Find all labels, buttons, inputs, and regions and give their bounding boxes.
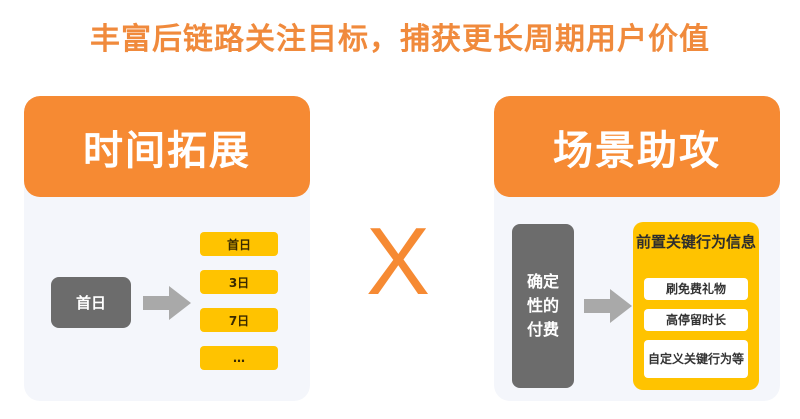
headline: 丰富后链路关注目标，捕获更长周期用户价值 (90, 22, 710, 57)
day-pill-more: … (200, 346, 278, 370)
behavior-item-free-gift: 刷免费礼物 (644, 278, 748, 300)
day-pill-first: 首日 (200, 232, 278, 256)
right-arrow-icon (143, 286, 191, 320)
certain-payment-box: 确定性的付费 (512, 224, 574, 388)
first-day-box: 首日 (51, 277, 131, 328)
time-extension-title: 时间拓展 (24, 96, 310, 197)
day-pill-7: 7日 (200, 308, 278, 332)
pre-key-behavior-title: 前置关键行为信息 (635, 233, 756, 251)
pre-key-behavior-box: 前置关键行为信息 刷免费礼物 高停留时长 自定义关键行为等 (633, 222, 759, 390)
behavior-item-custom: 自定义关键行为等 (644, 340, 748, 378)
right-arrow-icon (584, 289, 632, 323)
scenario-assist-title: 场景助攻 (494, 96, 780, 197)
day-pill-3: 3日 (200, 270, 278, 294)
cross-symbol: X (365, 208, 431, 315)
behavior-item-long-stay: 高停留时长 (644, 309, 748, 331)
